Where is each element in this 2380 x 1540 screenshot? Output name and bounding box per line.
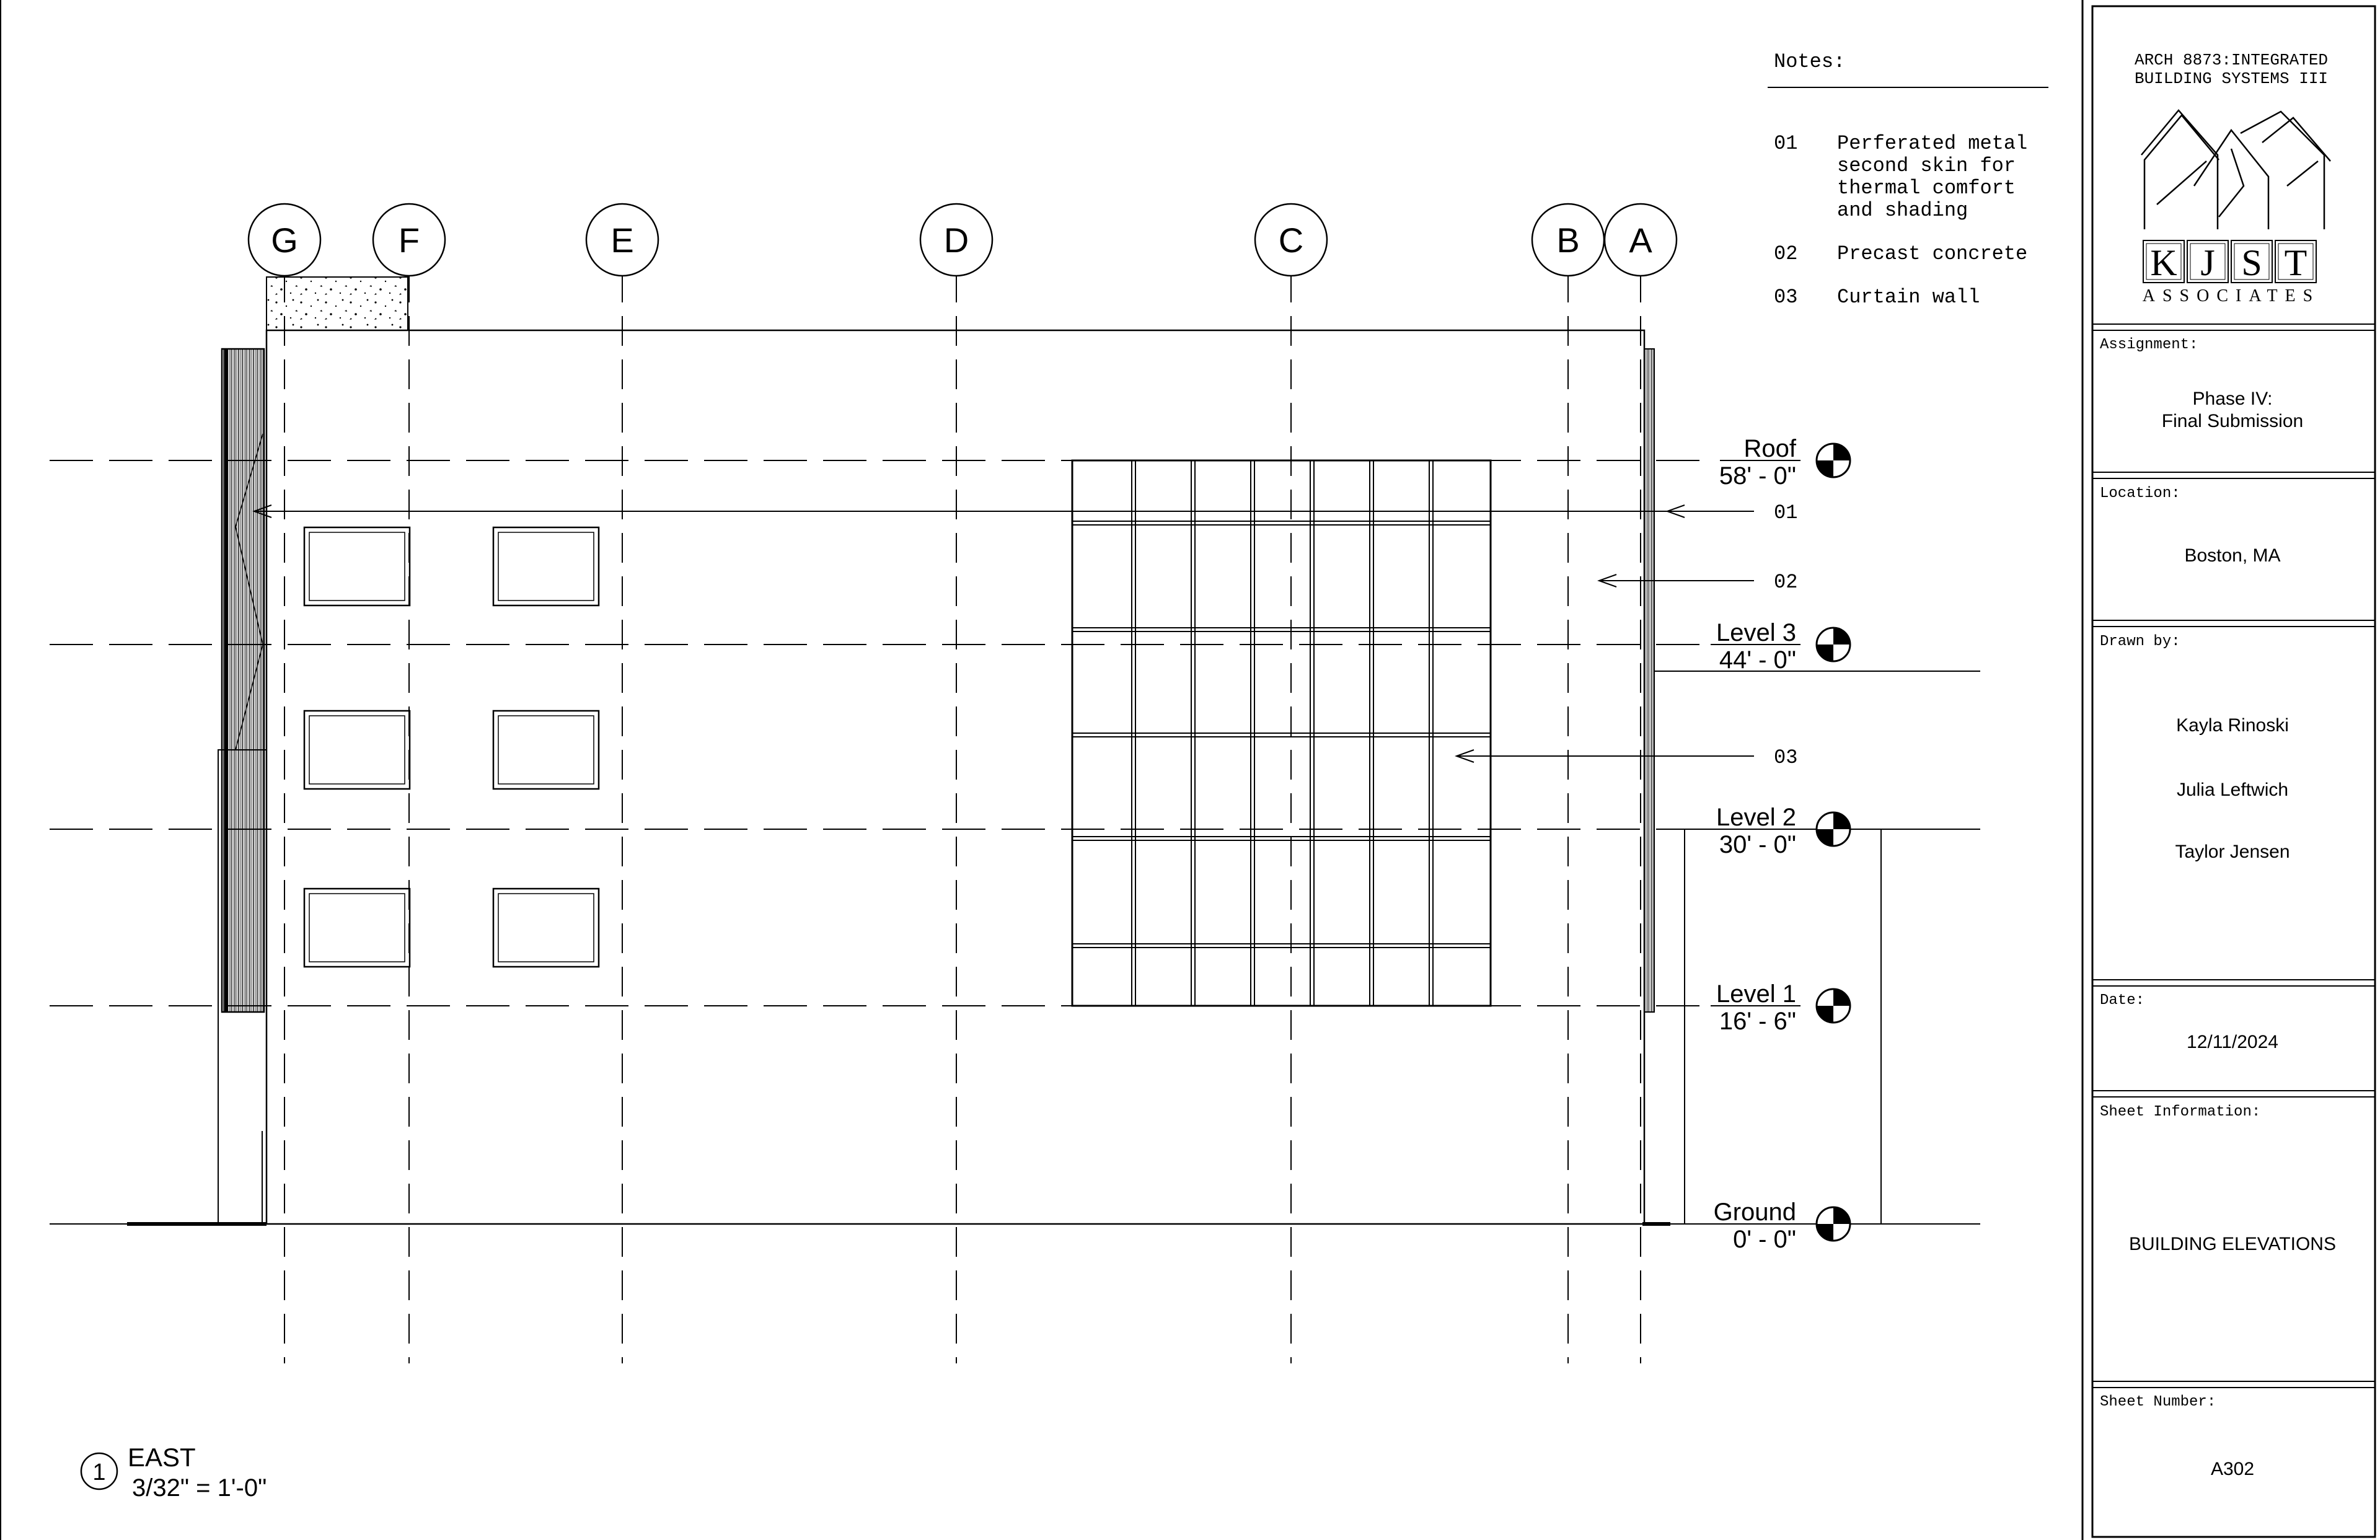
building-outline bbox=[265, 329, 1646, 1225]
level-label-underlines bbox=[1711, 460, 1800, 1225]
grid-label-e: E bbox=[610, 221, 633, 260]
assignment-label: Assignment: bbox=[2100, 337, 2198, 353]
sheet-info-label: Sheet Information: bbox=[2100, 1104, 2260, 1120]
level-elev-level2: 30' - 0" bbox=[1719, 831, 1796, 858]
view-number: 1 bbox=[92, 1459, 105, 1485]
grid-label-a: A bbox=[1629, 221, 1652, 260]
level-name-ground: Ground bbox=[1714, 1199, 1796, 1226]
title-block bbox=[2081, 0, 2376, 1540]
location-label: Location: bbox=[2100, 485, 2180, 502]
note-01-line1: Perferated metal bbox=[1837, 132, 2027, 155]
entry-canopy-left bbox=[218, 749, 267, 1225]
note-01-num: 01 bbox=[1774, 132, 1797, 155]
location-value: Boston, MA bbox=[2184, 545, 2280, 566]
grid-label-c: C bbox=[1279, 221, 1303, 260]
sheet-info-value: BUILDING ELEVATIONS bbox=[2129, 1234, 2336, 1254]
callout-02: 02 bbox=[1774, 571, 1797, 594]
course-title-line1: ARCH 8873:INTEGRATED bbox=[2135, 51, 2328, 69]
sheet-number-value: A302 bbox=[2211, 1459, 2254, 1479]
grid-lines bbox=[284, 273, 1641, 1363]
level-name-level1: Level 1 bbox=[1716, 980, 1796, 1008]
drawn-by-1: Kayla Rinoski bbox=[2176, 715, 2289, 736]
grid-bubbles bbox=[247, 203, 1678, 277]
note-01-line4: and shading bbox=[1837, 199, 1968, 222]
metal-skin-right bbox=[1644, 348, 1655, 1013]
level-elev-level3: 44' - 0" bbox=[1719, 646, 1796, 674]
callout-leaders bbox=[252, 504, 1754, 763]
logo-letter-j: J bbox=[2200, 242, 2215, 283]
note-01-line2: second skin for bbox=[1837, 154, 2016, 177]
drawn-by-label: Drawn by: bbox=[2100, 633, 2180, 650]
view-scale: 3/32" = 1'-0" bbox=[132, 1474, 267, 1502]
notes-title: Notes: bbox=[1774, 50, 1845, 73]
note-02-line1: Precast concrete bbox=[1837, 242, 2027, 265]
logo-subtitle: ASSOCIATES bbox=[2143, 286, 2320, 306]
level-elev-ground: 0' - 0" bbox=[1733, 1226, 1796, 1253]
level-markers bbox=[1815, 442, 1851, 1242]
grid-label-g: G bbox=[271, 221, 298, 260]
level-elev-level1: 16' - 6" bbox=[1719, 1008, 1796, 1035]
sheet-number-label: Sheet Number: bbox=[2100, 1394, 2216, 1410]
drawn-by-2: Julia Leftwich bbox=[2177, 780, 2288, 800]
level-name-level3: Level 3 bbox=[1716, 619, 1796, 646]
firm-logo bbox=[2141, 109, 2331, 229]
assignment-line2: Final Submission bbox=[2162, 411, 2303, 431]
note-02-num: 02 bbox=[1774, 242, 1797, 265]
logo-letter-s: S bbox=[2241, 242, 2262, 283]
level-name-roof: Roof bbox=[1744, 435, 1797, 462]
note-03-line1: Curtain wall bbox=[1837, 286, 1980, 309]
grid-label-d: D bbox=[944, 221, 969, 260]
date-value: 12/11/2024 bbox=[2187, 1032, 2278, 1052]
logo-letter-boxes bbox=[2143, 240, 2317, 283]
course-title-line2: BUILDING SYSTEMS III bbox=[2135, 69, 2328, 88]
assignment-line1: Phase IV: bbox=[2193, 389, 2273, 409]
logo-letter-t: T bbox=[2285, 242, 2307, 283]
level-elev-roof: 58' - 0" bbox=[1719, 462, 1796, 490]
note-01-line3: thermal comfort bbox=[1837, 177, 2016, 200]
view-name: EAST bbox=[128, 1443, 196, 1472]
curtain-wall bbox=[1071, 459, 1492, 1007]
callout-01: 01 bbox=[1774, 501, 1797, 524]
metal-skin-left bbox=[221, 348, 265, 1013]
rooftop-mechanical bbox=[266, 276, 408, 331]
level-name-level2: Level 2 bbox=[1716, 804, 1796, 831]
punched-windows bbox=[303, 526, 600, 968]
note-03-num: 03 bbox=[1774, 286, 1797, 309]
metal-skin-braces bbox=[235, 433, 263, 750]
view-number-bubble bbox=[80, 1452, 118, 1490]
logo-letter-k: K bbox=[2150, 242, 2177, 283]
callout-03: 03 bbox=[1774, 746, 1797, 769]
grid-label-b: B bbox=[1556, 221, 1579, 260]
grid-label-f: F bbox=[399, 221, 420, 260]
drawn-by-3: Taylor Jensen bbox=[2175, 842, 2290, 862]
date-label: Date: bbox=[2100, 992, 2144, 1009]
